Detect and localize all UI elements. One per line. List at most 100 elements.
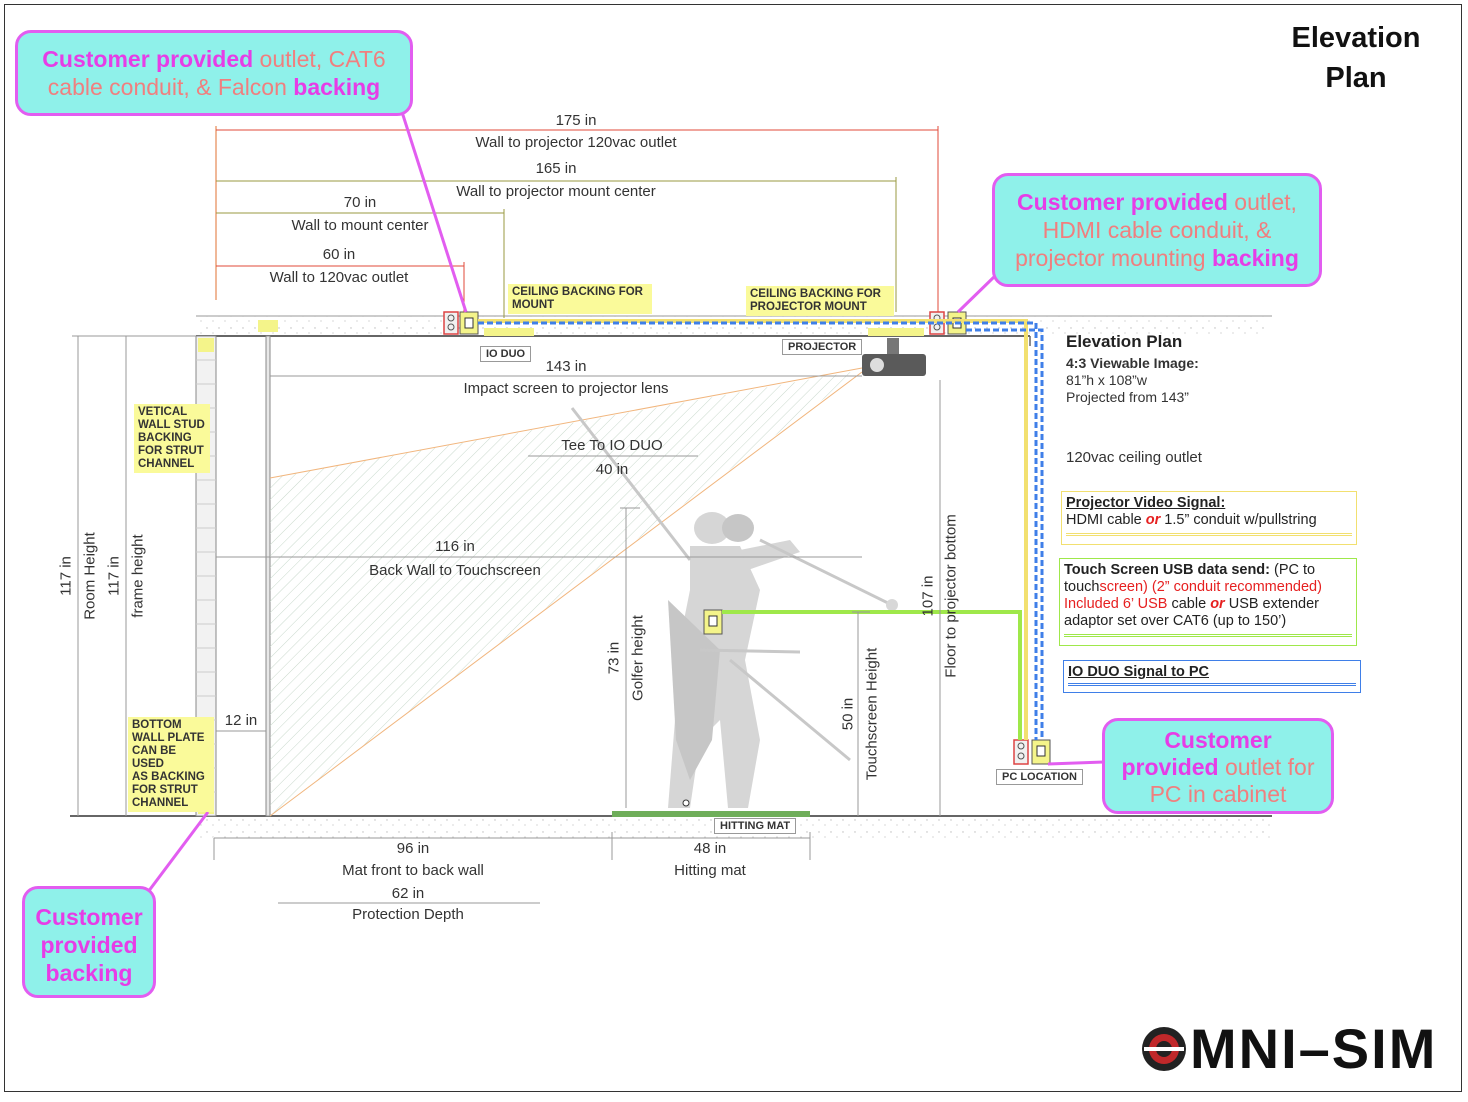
callout-line: Customer provided outlet, <box>1005 188 1309 216</box>
legend-heading: Elevation Plan <box>1066 332 1183 351</box>
legend-io-title: IO DUO Signal to PC <box>1068 664 1209 680</box>
callout-text: PC in cabinet <box>1149 781 1287 807</box>
dim-60-value: 60 in <box>322 246 356 263</box>
callout-text: projector mounting <box>1015 245 1212 271</box>
legend-usb-part: Included 6’ USB <box>1064 596 1168 612</box>
dim-62-label: Protection Depth <box>352 906 464 923</box>
legend-projected-from: Projected from 143” <box>1066 389 1189 405</box>
callout-text: Customer <box>35 904 143 930</box>
legend-usb-part: cable <box>1167 596 1211 612</box>
dim-60-label: Wall to 120vac outlet <box>269 269 409 286</box>
callout-line: PC in cabinet <box>1115 781 1321 808</box>
callout-line: Customer <box>35 903 143 931</box>
tag-pc-location: PC LOCATION <box>996 769 1083 785</box>
legend-io-box: IO DUO Signal to PC <box>1063 660 1361 693</box>
legend-usb-swatch <box>1064 634 1352 637</box>
tag-projector: PROJECTOR <box>782 339 863 355</box>
note-line: AS BACKING <box>132 771 205 783</box>
tag-io-duo: IO DUO <box>480 346 532 362</box>
dim-floorproj-value: 107 in <box>919 575 937 617</box>
touchscreen-box <box>703 609 723 635</box>
dim-116-label: Back Wall to Touchscreen <box>369 562 541 579</box>
dim-96-value: 96 in <box>396 840 430 857</box>
ceiling-outlet-left <box>443 311 479 335</box>
legend-usb-line4: adaptor set over CAT6 (up to 150’) <box>1064 613 1287 629</box>
callout-text: backing <box>45 960 133 986</box>
note-line: WALL STUD <box>138 419 205 431</box>
projector-unit <box>862 328 926 376</box>
note-line: CHANNEL <box>132 797 189 809</box>
legend-video-title: Projector Video Signal: <box>1066 495 1226 511</box>
page-title: Elevation Plan <box>1276 18 1436 98</box>
callout-line: cable conduit, & Falcon backing <box>28 73 400 101</box>
callout-text: backing <box>293 74 381 100</box>
note-line: FOR STRUT <box>138 445 204 457</box>
legend-video-part: HDMI cable <box>1066 512 1146 528</box>
dim-floorproj-label: Floor to projector bottom <box>942 514 960 678</box>
impact-screen <box>265 335 271 817</box>
dim-tee-label: Tee To IO DUO <box>561 437 663 454</box>
dim-tee-value: 40 in <box>595 461 629 478</box>
dim-12-value: 12 in <box>224 712 258 729</box>
omni-sim-logo: MNI–SIM <box>1140 1018 1450 1080</box>
callout-text: outlet, CAT6 <box>253 46 386 72</box>
callout-text: Customer provided <box>1017 189 1228 215</box>
note-line: CHANNEL <box>138 458 195 470</box>
cable-runs <box>478 319 1044 740</box>
dim-room-label: Room Height <box>81 532 99 620</box>
legend-viewable-size: 81”h x 108”w <box>1066 372 1147 388</box>
dim-frame-value: 117 in <box>105 556 123 596</box>
legend-video-swatch <box>1066 533 1352 536</box>
callout-text: Customer <box>1164 727 1272 753</box>
legend-usb-part: USB extender <box>1224 596 1319 612</box>
note-line: VETICAL <box>138 406 188 418</box>
omni-sim-logo-icon <box>1142 1027 1186 1071</box>
dim-165-value: 165 in <box>535 160 577 177</box>
callout-text: HDMI cable conduit, & <box>1042 217 1272 243</box>
drawing-border <box>4 4 1462 1092</box>
legend-usb-part: (PC to <box>1270 562 1316 578</box>
dim-70-label: Wall to mount center <box>291 217 429 234</box>
callout-text: outlet, <box>1227 189 1297 215</box>
legend-usb-part: touch <box>1064 579 1100 595</box>
legend-usb-title: Touch Screen USB data send: <box>1064 562 1270 578</box>
dim-touch-label: Touchscreen Height <box>863 647 881 781</box>
legend-usb-box: Touch Screen USB data send: (PC to touch… <box>1059 558 1357 646</box>
note-line: BOTTOM <box>132 719 182 731</box>
note-line: FOR STRUT <box>132 784 198 796</box>
legend-io-swatch <box>1068 683 1356 686</box>
legend-video-text: HDMI cable or 1.5” conduit w/pullstring <box>1066 512 1352 529</box>
pc-outlet <box>1013 739 1051 765</box>
callout-line: projector mounting backing <box>1005 244 1309 272</box>
dim-70-value: 70 in <box>343 194 377 211</box>
dim-48-label: Hitting mat <box>674 862 746 879</box>
hitting-mat <box>612 811 810 817</box>
legend-usb-line2: touchscreen) (2” conduit recommended) <box>1064 579 1352 596</box>
logo-text: MNI–SIM <box>1190 1017 1438 1080</box>
page-title-line: Plan <box>1325 62 1387 94</box>
dim-frame-label: frame height <box>129 534 147 618</box>
legend-video-box: Projector Video Signal: HDMI cable or 1.… <box>1061 491 1357 545</box>
dim-175-label: Wall to projector 120vac outlet <box>475 134 677 151</box>
note-line: CAN BE USED <box>132 745 177 770</box>
callout-text: outlet for <box>1218 754 1315 780</box>
note-line: BACKING <box>138 432 192 444</box>
dim-golfer-label: Golfer height <box>629 615 647 701</box>
note-line: CEILING BACKING FOR <box>750 288 881 300</box>
callout-line: HDMI cable conduit, & <box>1005 216 1309 244</box>
note-bottom-plate: BOTTOM WALL PLATE CAN BE USED AS BACKING… <box>128 717 214 812</box>
callout-text: Customer provided <box>42 46 254 72</box>
dim-48-value: 48 in <box>693 840 727 857</box>
callout-top-right: Customer provided outlet,HDMI cable cond… <box>992 173 1322 287</box>
legend-outlet: 120vac ceiling outlet <box>1066 449 1202 466</box>
dim-96-label: Mat front to back wall <box>342 862 484 879</box>
callout-line: Customer provided outlet, CAT6 <box>28 45 400 73</box>
legend-video-part: 1.5” conduit w/pullstring <box>1160 512 1317 528</box>
dim-175-value: 175 in <box>555 112 597 129</box>
legend-usb-part: screen) (2” conduit recommended) <box>1099 579 1322 595</box>
legend-viewable-title: 4:3 Viewable Image: <box>1066 355 1199 371</box>
